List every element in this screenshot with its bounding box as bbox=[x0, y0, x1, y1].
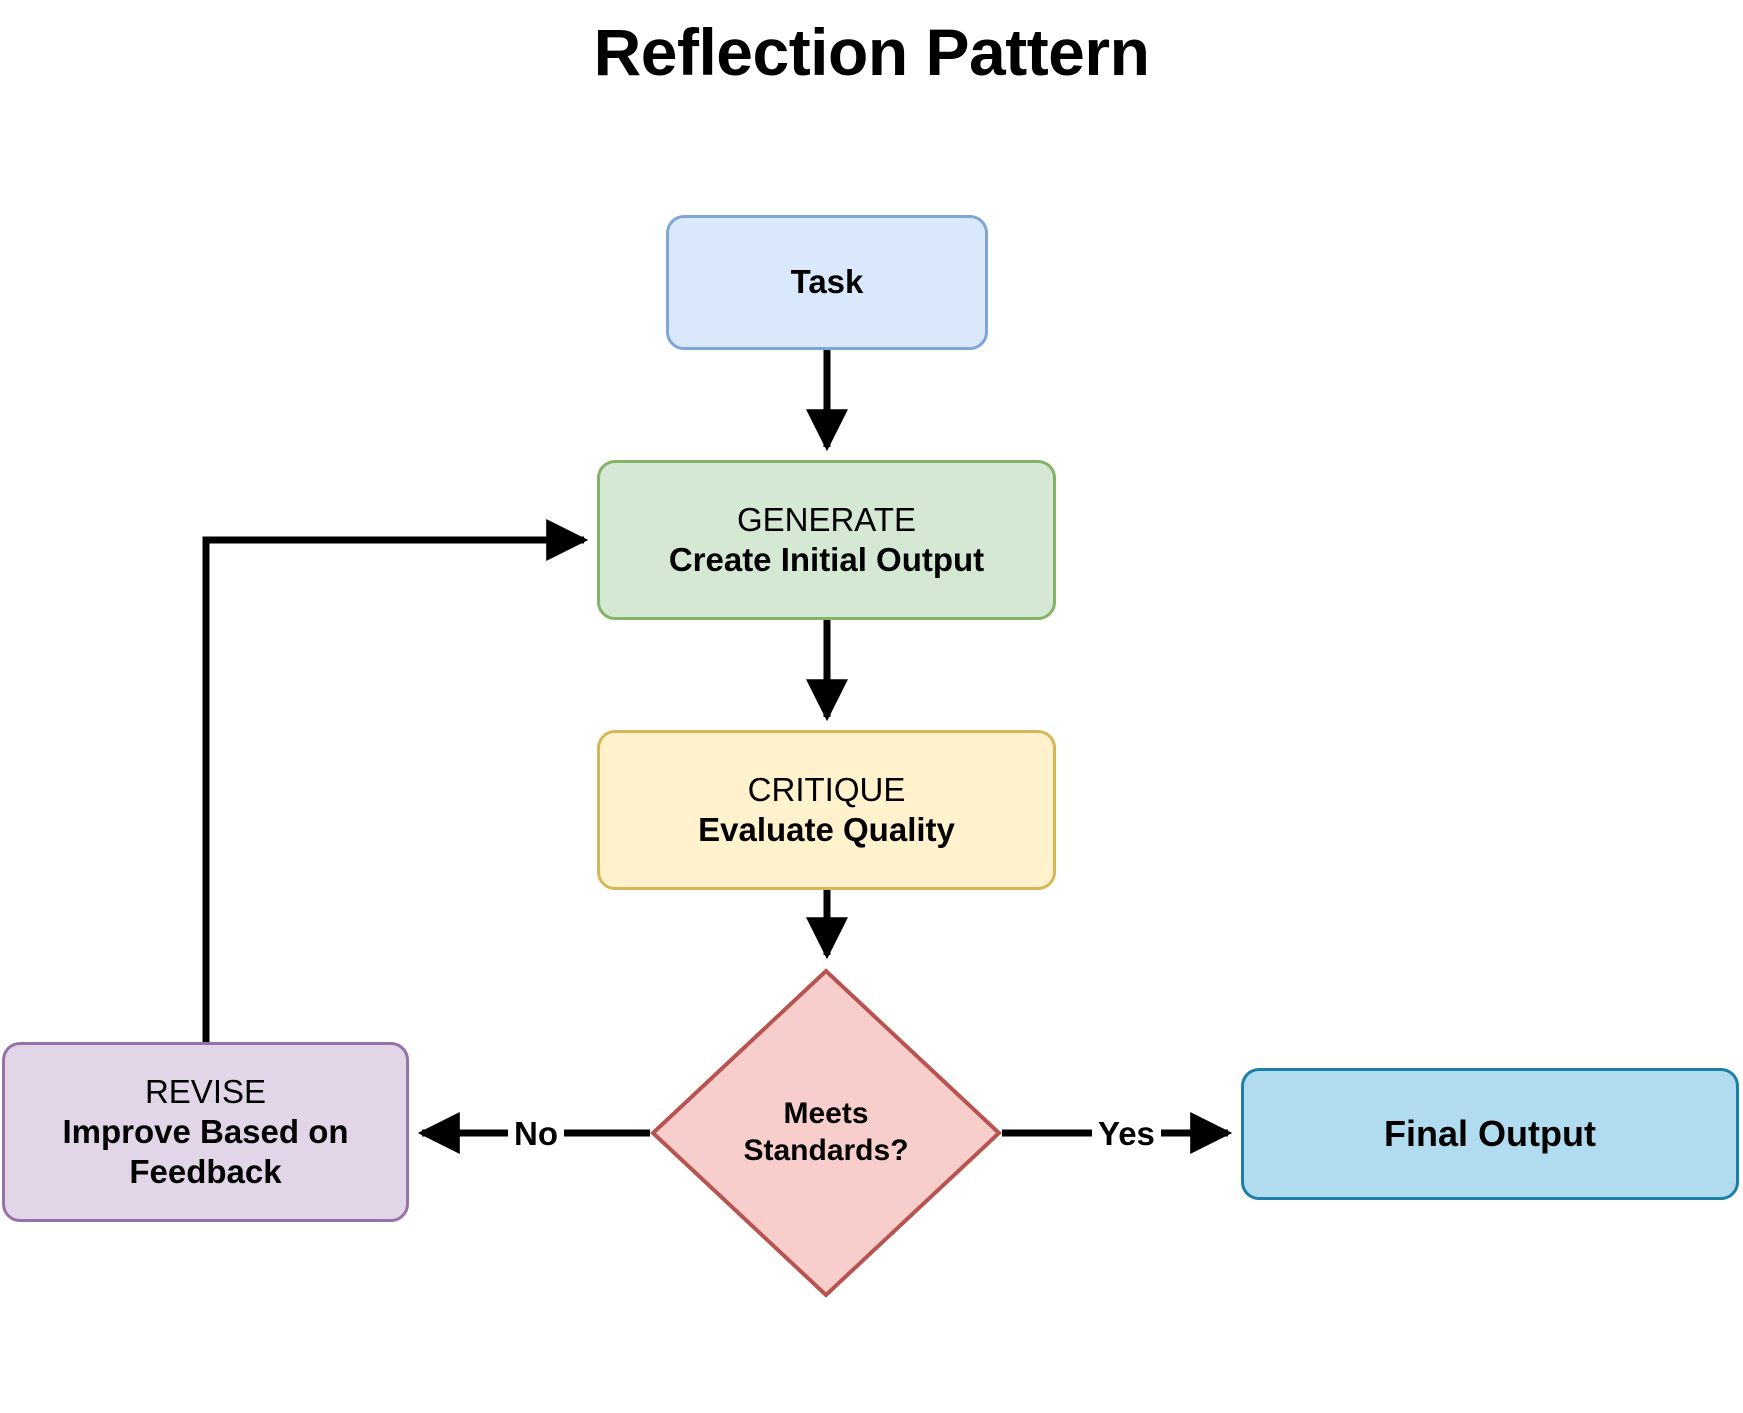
node-decision-line-2: Standards? bbox=[743, 1134, 909, 1167]
node-final-output-line-1: Final Output bbox=[1384, 1113, 1596, 1155]
node-final-output[interactable]: Final Output bbox=[1241, 1068, 1739, 1200]
edge-revise-to-generate bbox=[202, 519, 589, 1042]
edge-label-no: No bbox=[508, 1117, 564, 1150]
node-critique-line-2: Evaluate Quality bbox=[698, 811, 955, 848]
node-generate[interactable]: GENERATE Create Initial Output bbox=[597, 460, 1056, 620]
diamond-shape bbox=[650, 968, 1002, 1298]
node-task[interactable]: Task bbox=[666, 215, 988, 350]
node-task-line-1: Task bbox=[790, 263, 864, 301]
node-revise[interactable]: REVISE Improve Based on Feedback bbox=[2, 1042, 409, 1222]
node-critique[interactable]: CRITIQUE Evaluate Quality bbox=[597, 730, 1056, 890]
node-critique-line-1: CRITIQUE bbox=[747, 770, 906, 808]
edge-label-yes: Yes bbox=[1092, 1117, 1161, 1150]
node-decision[interactable]: Meets Standards? bbox=[650, 968, 1002, 1298]
node-revise-line-1: REVISE bbox=[144, 1072, 267, 1110]
node-revise-line-2: Improve Based on bbox=[62, 1112, 349, 1150]
node-generate-line-2: Create Initial Output bbox=[668, 541, 985, 578]
node-decision-line-1: Meets bbox=[783, 1097, 869, 1131]
node-revise-line-3: Feedback bbox=[129, 1153, 282, 1191]
page-title: Reflection Pattern bbox=[593, 15, 1150, 89]
node-generate-line-1: GENERATE bbox=[736, 500, 917, 538]
